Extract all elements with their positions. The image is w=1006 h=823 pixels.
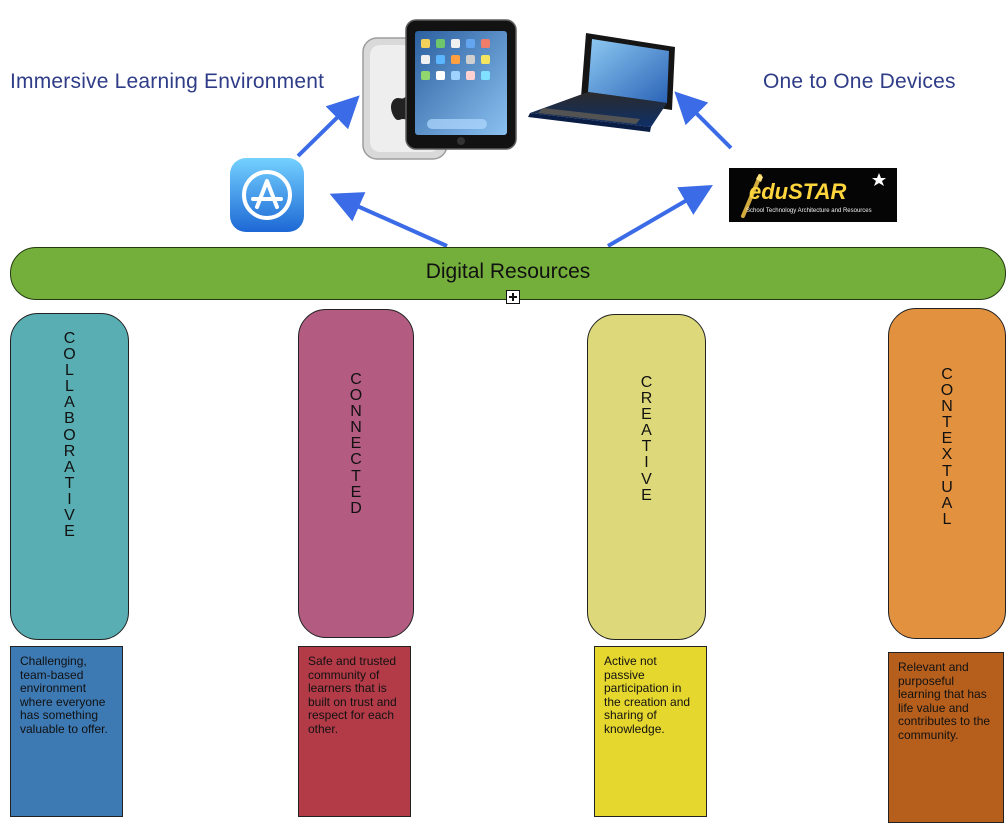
description-contextual: Relevant and purposeful learning that ha…	[888, 652, 1004, 823]
pillar-connected-label: C O N N E C T E D	[349, 371, 363, 517]
pillar-contextual: C O N T E X T U A L	[888, 308, 1006, 639]
arrow-app-to-tablet	[296, 95, 360, 158]
edustar-main-text: eduSTAR	[749, 179, 846, 204]
one-to-one-caption: One to One Devices	[763, 70, 956, 93]
immersive-learning-caption: Immersive Learning Environment	[10, 70, 325, 93]
app-store-icon	[229, 157, 305, 238]
tablet-icon	[355, 12, 525, 177]
description-contextual-text: Relevant and purposeful learning that ha…	[898, 660, 991, 742]
arrow-edustar-to-laptop	[674, 91, 733, 150]
pillar-creative: C R E A T I V E	[587, 314, 706, 640]
description-creative: Active not passive participation in the …	[594, 646, 707, 817]
pillar-creative-label: C R E A T I V E	[640, 374, 653, 504]
description-creative-text: Active not passive participation in the …	[604, 654, 691, 736]
pillar-collaborative: C O L L A B O R A T I V E	[10, 313, 129, 640]
description-collaborative-text: Challenging, team-based environment wher…	[20, 654, 108, 736]
pillar-contextual-label: C O N T E X T U A L	[940, 366, 954, 528]
pillar-connected: C O N N E C T E D	[298, 309, 414, 638]
edustar-sub-text: School Technology Architecture and Resou…	[746, 208, 872, 214]
arrow-center-to-app	[329, 192, 448, 248]
arrow-center-to-edustar	[606, 184, 713, 248]
description-collaborative: Challenging, team-based environment wher…	[10, 646, 123, 817]
laptop-icon	[528, 26, 678, 151]
pillar-collaborative-label: C O L L A B O R A T I V E	[63, 330, 76, 541]
description-connected: Safe and trusted community of learners t…	[298, 646, 411, 817]
description-connected-text: Safe and trusted community of learners t…	[308, 654, 397, 736]
expand-icon[interactable]	[506, 290, 520, 304]
edustar-logo: eduSTAR School Technology Architecture a…	[729, 168, 897, 227]
digital-resources-label: Digital Resources	[425, 260, 591, 283]
